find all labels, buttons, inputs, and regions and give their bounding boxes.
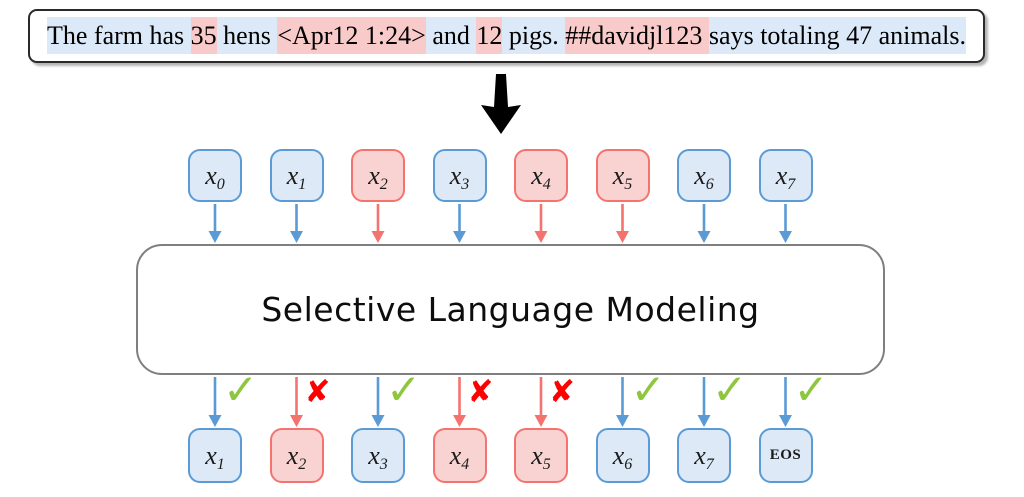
output-token-arrow-3: [453, 377, 466, 427]
cross-icon: ✘: [549, 374, 575, 410]
token-box-x2: x2: [269, 428, 324, 483]
token-label-x2: x2: [368, 160, 388, 193]
highlight-segment-blue: says totaling 47 animals.: [708, 17, 967, 54]
highlight-segment-blue: and: [425, 17, 477, 54]
token-label-x5: x5: [531, 440, 551, 473]
cross-icon: ✘: [467, 374, 494, 410]
token-label-x7: x7: [694, 440, 714, 473]
input-arrow-icon: [481, 74, 521, 134]
cross-icon: ✘: [304, 374, 331, 410]
token-label-x6: x6: [694, 160, 714, 193]
input-token-arrow-5: [616, 204, 629, 243]
token-label-x0: x0: [205, 160, 225, 193]
output-token-arrow-1: [290, 377, 303, 427]
check-icon: ✓: [793, 365, 829, 414]
token-label-x1: x1: [205, 440, 225, 473]
highlight-segment-red: <Apr12 1:24>: [277, 17, 426, 54]
output-token-arrow-4: [534, 377, 548, 427]
slm-label: Selective Language Modeling: [261, 290, 760, 329]
highlight-segment-red: ##davidjl123: [565, 17, 709, 54]
output-token-arrow-6: [697, 377, 711, 427]
token-box-x3: x3: [351, 428, 405, 483]
highlight-segment-red: 12: [476, 17, 503, 54]
sentence-box: The farm has 35 hens <Apr12 1:24> and 12…: [28, 9, 985, 63]
token-box-x1: x1: [269, 149, 324, 202]
highlight-segment-blue: pigs.: [502, 17, 566, 54]
check-icon: ✓: [223, 365, 259, 414]
highlight-segment-red: 35: [190, 17, 217, 54]
token-box-x3: x3: [432, 149, 487, 202]
input-token-arrow-6: [697, 204, 711, 243]
token-box-x5: x5: [514, 428, 568, 483]
input-token-arrow-4: [534, 204, 548, 243]
token-label-x1: x1: [286, 160, 307, 193]
token-label-x7: x7: [775, 160, 796, 193]
token-box-x4: x4: [432, 428, 487, 483]
input-token-arrow-2: [371, 204, 385, 243]
token-label-x2: x2: [286, 440, 307, 473]
token-label-x3: x3: [449, 160, 470, 193]
token-label-x3: x3: [368, 440, 388, 473]
output-token-arrow-7: [779, 377, 792, 427]
token-box-eos: EOS: [758, 428, 813, 483]
input-token-arrow-7: [779, 204, 792, 243]
output-token-arrow-2: [371, 377, 385, 427]
input-token-arrow-0: [208, 204, 222, 243]
token-box-x0: x0: [188, 149, 242, 202]
token-label-x4: x4: [449, 440, 470, 473]
highlight-segment-blue: hens: [216, 17, 278, 54]
token-box-x6: x6: [595, 428, 650, 483]
output-token-arrow-0: [208, 377, 222, 427]
token-box-x6: x6: [677, 149, 731, 202]
token-box-x7: x7: [677, 428, 731, 483]
token-box-x4: x4: [514, 149, 568, 202]
token-label-x6: x6: [612, 440, 633, 473]
check-icon: ✓: [386, 365, 422, 414]
input-token-arrow-1: [290, 204, 303, 243]
input-token-arrow-3: [453, 204, 466, 243]
output-token-arrow-5: [616, 377, 629, 427]
token-label-eos: EOS: [769, 447, 802, 463]
token-label-x5: x5: [612, 160, 633, 193]
token-box-x7: x7: [758, 149, 813, 202]
token-box-x5: x5: [595, 149, 650, 202]
token-box-x1: x1: [188, 428, 242, 483]
token-label-x4: x4: [531, 160, 551, 193]
check-icon: ✓: [630, 365, 666, 414]
selective-language-modeling-box: Selective Language Modeling: [136, 244, 885, 375]
sentence-text: The farm has 35 hens <Apr12 1:24> and 12…: [46, 17, 967, 54]
token-box-x2: x2: [351, 149, 405, 202]
highlight-segment-blue: The farm has: [46, 17, 191, 54]
check-icon: ✓: [712, 365, 748, 414]
